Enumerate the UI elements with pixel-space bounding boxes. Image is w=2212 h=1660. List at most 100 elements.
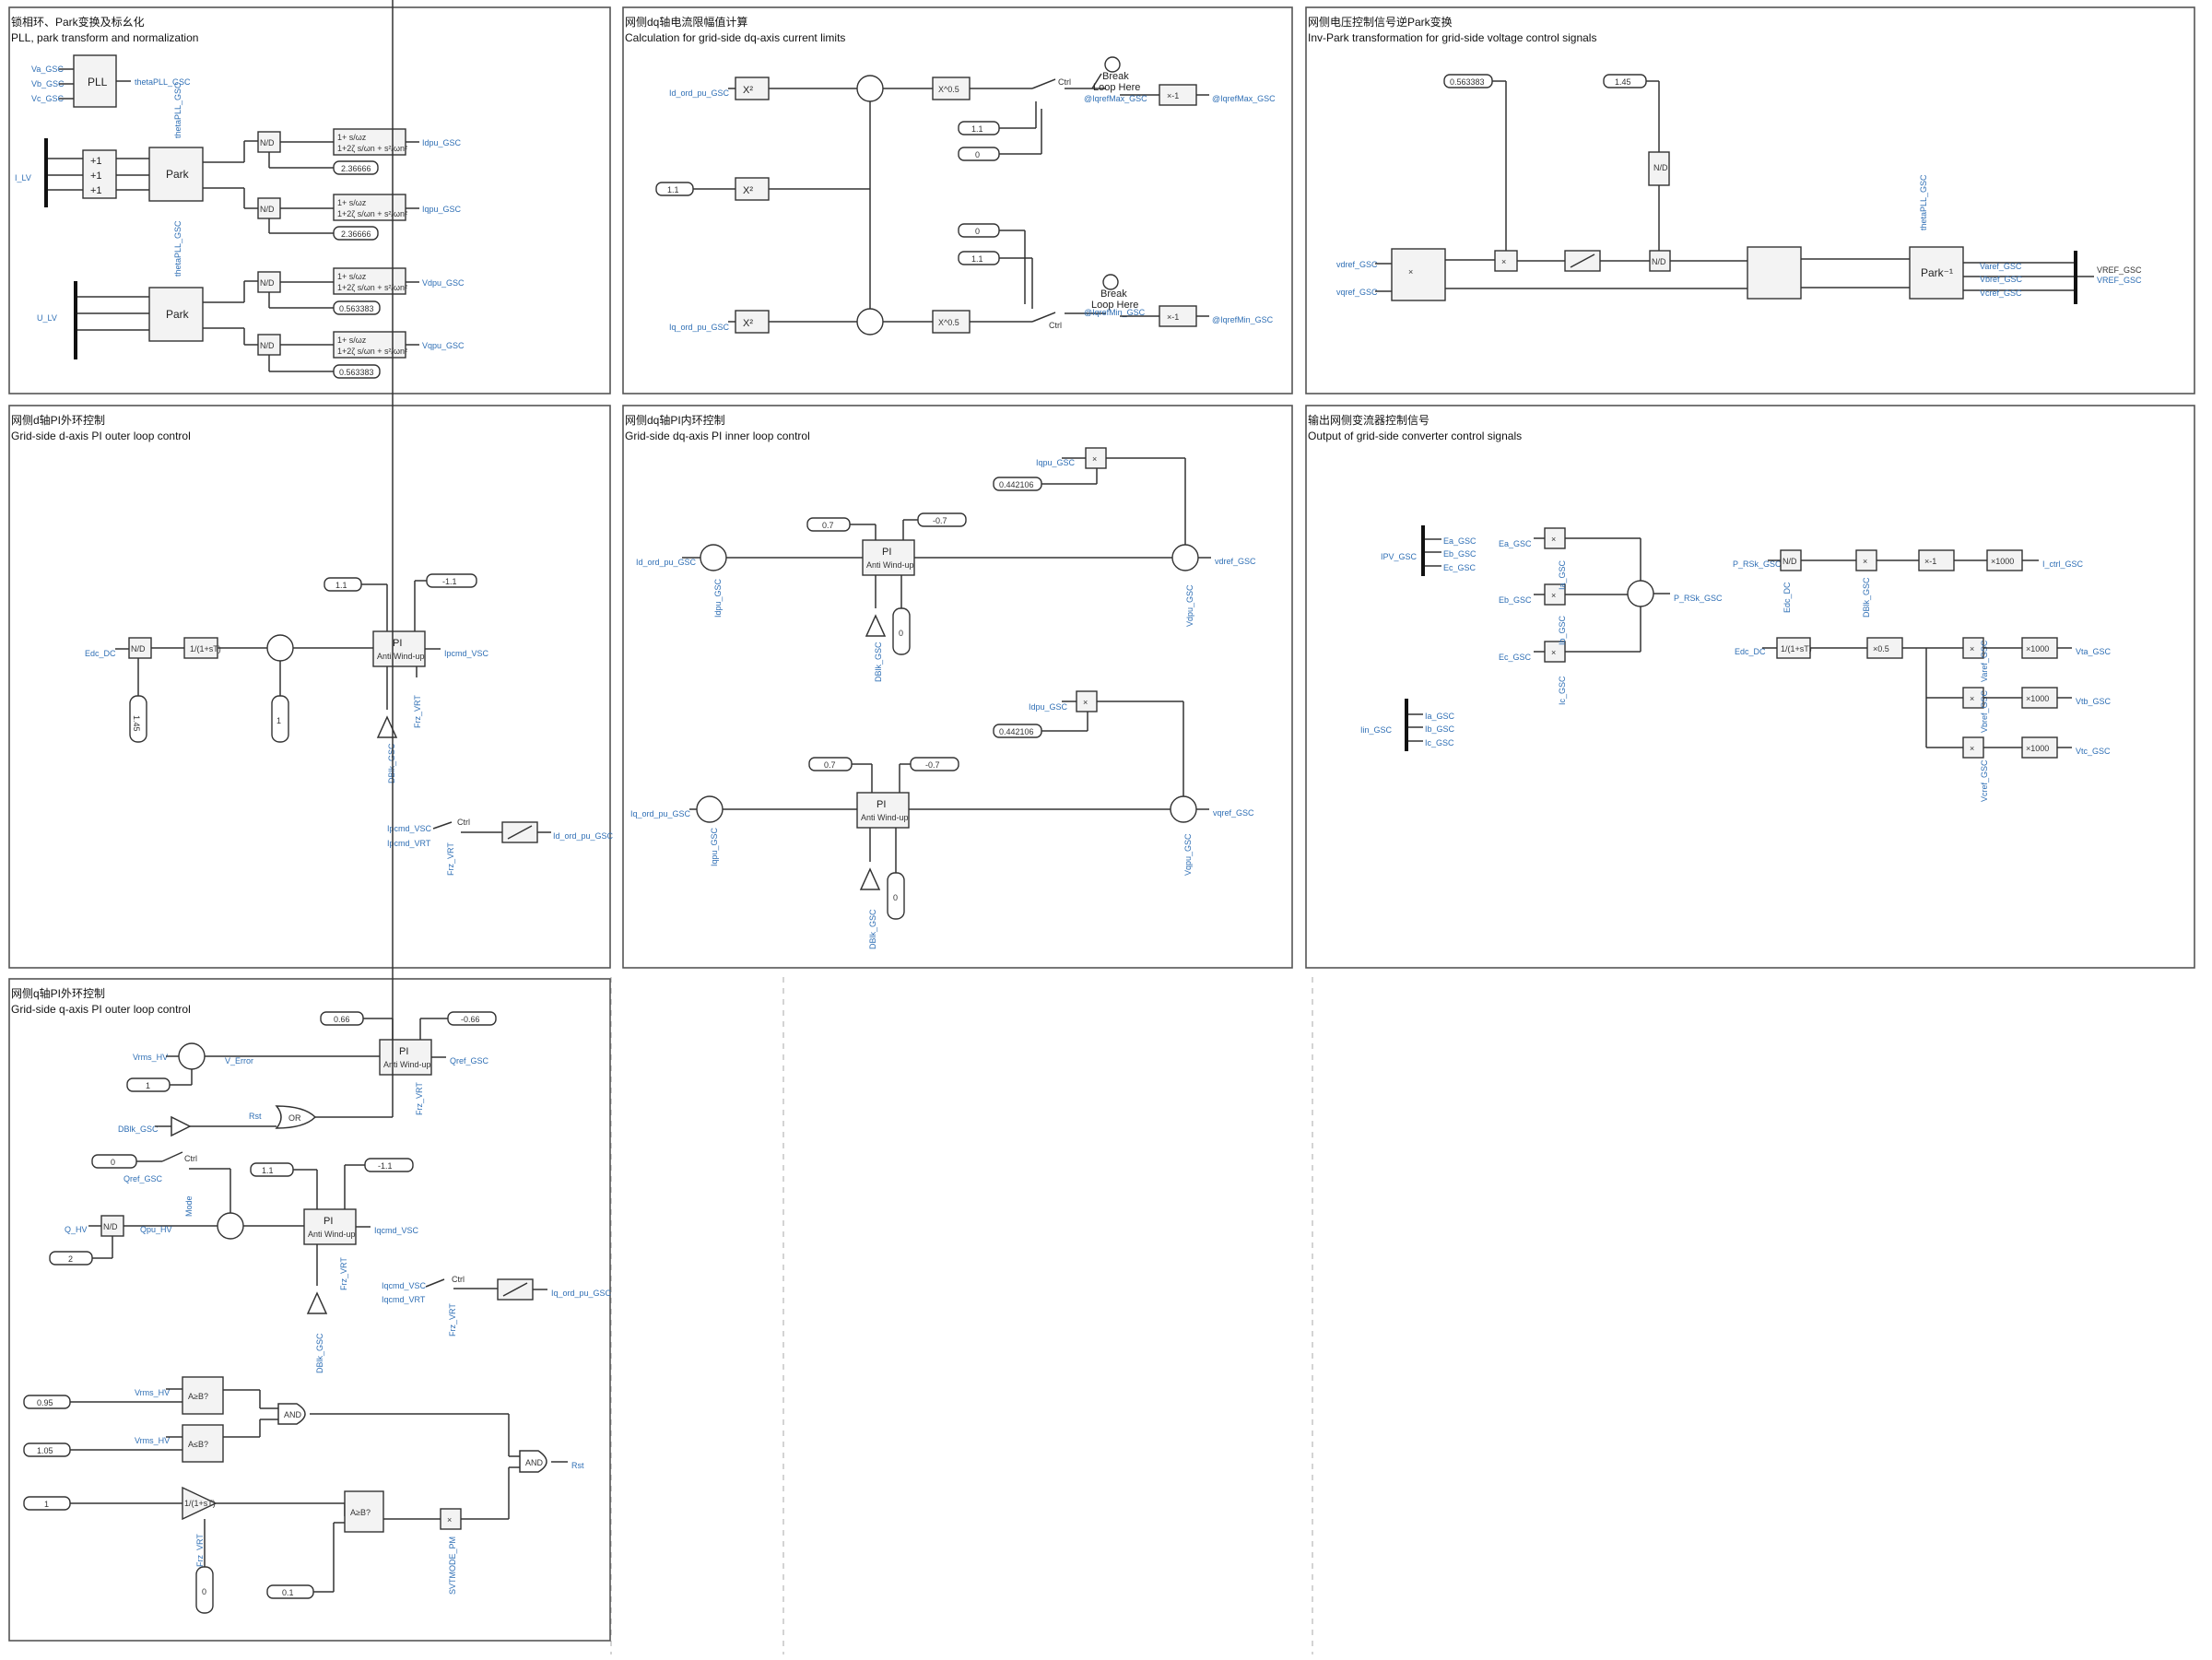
svg-text:Anti Wind-up: Anti Wind-up — [866, 560, 914, 570]
svg-text:DBlk_GSC: DBlk_GSC — [1862, 577, 1871, 618]
svg-text:DBlk_GSC: DBlk_GSC — [387, 743, 396, 783]
svg-text:@IqrefMin_GSC: @IqrefMin_GSC — [1084, 308, 1146, 317]
svg-text:P_RSk_GSC: P_RSk_GSC — [1674, 594, 1723, 603]
panel-5-title-cn: 网侧dq轴PI内环控制 — [625, 413, 725, 427]
svg-text:Ib_GSC: Ib_GSC — [1425, 724, 1455, 734]
svg-text:2.36666: 2.36666 — [341, 230, 371, 239]
panel-3-frame — [1305, 6, 2195, 394]
svg-text:Frz_VRT: Frz_VRT — [448, 1303, 457, 1336]
svg-text:Ec_GSC: Ec_GSC — [1499, 653, 1532, 662]
svg-text:1.45: 1.45 — [132, 715, 141, 732]
pi-block-q-inner — [856, 792, 910, 829]
svg-text:Vdpu_GSC: Vdpu_GSC — [1185, 584, 1194, 627]
svg-text:0: 0 — [111, 1158, 115, 1167]
svg-text:PI: PI — [324, 1216, 333, 1227]
svg-text:×: × — [1970, 644, 1974, 653]
svg-text:DBlk_GSC: DBlk_GSC — [315, 1333, 324, 1373]
svg-text:0.7: 0.7 — [824, 760, 836, 770]
svg-text:+1: +1 — [90, 156, 102, 167]
svg-text:Frz_VRT: Frz_VRT — [446, 842, 455, 876]
svg-text:A≥B?: A≥B? — [350, 1508, 371, 1517]
panel-4-title-cn: 网侧d轴PI外环控制 — [11, 413, 105, 427]
svg-text:×1000: ×1000 — [2026, 744, 2049, 753]
pi-block-q-voltage — [379, 1039, 432, 1076]
svg-text:Frz_VRT: Frz_VRT — [195, 1534, 205, 1567]
svg-text:thetaPLL_GSC: thetaPLL_GSC — [173, 82, 182, 138]
panel-6-title-en: Output of grid-side converter control si… — [1308, 430, 1522, 442]
svg-text:@IqrefMax_GSC: @IqrefMax_GSC — [1212, 94, 1276, 103]
svg-text:0.563383: 0.563383 — [339, 368, 374, 377]
svg-text:×: × — [1092, 454, 1097, 464]
svg-text:Loop Here: Loop Here — [1093, 82, 1140, 93]
svg-text:Qref_GSC: Qref_GSC — [124, 1174, 163, 1183]
panel-3-title-en: Inv-Park transformation for grid-side vo… — [1308, 31, 1596, 44]
svg-text:@IqrefMin_GSC: @IqrefMin_GSC — [1212, 315, 1274, 324]
svg-text:Frz_VRT: Frz_VRT — [415, 1082, 424, 1115]
pi-block-q-outer — [303, 1208, 357, 1245]
svg-text:×-1: ×-1 — [1167, 312, 1179, 322]
svg-text:X^0.5: X^0.5 — [938, 318, 959, 327]
svg-text:Vdpu_GSC: Vdpu_GSC — [422, 278, 465, 288]
svg-text:×-1: ×-1 — [1167, 91, 1179, 100]
svg-text:Idpu_GSC: Idpu_GSC — [422, 138, 462, 147]
panel-1-title-cn: 锁相环、Park变换及标幺化 — [11, 15, 145, 29]
svg-text:X^0.5: X^0.5 — [938, 85, 959, 94]
sum-vq — [1170, 795, 1197, 823]
panel-2-frame — [622, 6, 1293, 394]
panel-4-frame — [8, 405, 611, 969]
panel-6-frame — [1305, 405, 2195, 969]
svg-text:SVTMODE_PM: SVTMODE_PM — [448, 1536, 457, 1595]
svg-text:Rst: Rst — [249, 1112, 262, 1121]
svg-text:×1000: ×1000 — [2026, 694, 2049, 703]
panel-7-title-en: Grid-side q-axis PI outer loop control — [11, 1003, 191, 1016]
svg-text:Ctrl: Ctrl — [452, 1275, 465, 1284]
svg-text:PI: PI — [877, 799, 886, 810]
svg-text:N/D: N/D — [1652, 257, 1666, 266]
svg-text:2: 2 — [68, 1254, 73, 1264]
svg-text:Edc_DC: Edc_DC — [1783, 582, 1792, 613]
panel-2-title-cn: 网侧dq轴电流限幅值计算 — [625, 15, 747, 29]
panel-4-title-en: Grid-side d-axis PI outer loop control — [11, 430, 191, 442]
svg-text:@IqrefMax_GSC: @IqrefMax_GSC — [1084, 94, 1147, 103]
svg-text:1+ s/ωz: 1+ s/ωz — [337, 272, 367, 281]
svg-text:vdref_GSC: vdref_GSC — [1215, 557, 1256, 566]
svg-text:1.1: 1.1 — [971, 124, 983, 134]
svg-text:0.1: 0.1 — [282, 1588, 294, 1597]
panel-5-title-en: Grid-side dq-axis PI inner loop control — [625, 430, 810, 442]
svg-text:Break: Break — [1100, 288, 1127, 300]
svg-text:0.563383: 0.563383 — [339, 304, 374, 313]
svg-text:Iqpu_GSC: Iqpu_GSC — [422, 205, 462, 214]
sum-iq-error — [696, 795, 724, 823]
svg-text:0: 0 — [975, 150, 980, 159]
panel-1-diagram: PLL Va_GSC Vb_GSC Vc_GSC thetaPLL_GSC I_… — [15, 54, 465, 379]
svg-text:Qpu_HV: Qpu_HV — [140, 1225, 172, 1234]
svg-text:Iqpu_GSC: Iqpu_GSC — [710, 827, 719, 866]
svg-text:Varef_GSC: Varef_GSC — [1980, 640, 1989, 682]
svg-text:1: 1 — [146, 1081, 150, 1090]
svg-text:0: 0 — [975, 227, 980, 236]
svg-text:+1: +1 — [90, 185, 102, 196]
svg-text:A≤B?: A≤B? — [188, 1440, 208, 1449]
svg-text:×0.5: ×0.5 — [1873, 644, 1889, 653]
svg-text:Ea_GSC: Ea_GSC — [1443, 536, 1477, 546]
svg-text:Park: Park — [166, 168, 190, 181]
svg-text:Iq_ord_pu_GSC: Iq_ord_pu_GSC — [669, 323, 730, 332]
svg-text:Q_HV: Q_HV — [65, 1225, 88, 1234]
svg-text:Iqcmd_VRT: Iqcmd_VRT — [382, 1295, 426, 1304]
svg-text:×: × — [1501, 257, 1506, 266]
svg-text:Id_ord_pu_GSC: Id_ord_pu_GSC — [669, 88, 730, 98]
panel-5-diagram: Iqpu_GSC × 0.442106 Id_ord_pu_GSC Idpu_G… — [630, 447, 1256, 949]
svg-text:P_RSk_GSC: P_RSk_GSC — [1733, 559, 1782, 569]
svg-text:0.7: 0.7 — [822, 521, 834, 530]
svg-text:PI: PI — [393, 638, 402, 649]
svg-text:1.45: 1.45 — [1615, 77, 1631, 87]
or-gate — [275, 1105, 317, 1129]
svg-text:N/D: N/D — [260, 341, 275, 350]
svg-text:×1000: ×1000 — [2026, 644, 2049, 653]
svg-text:1+2ζ s/ωn + s²/ωn²: 1+2ζ s/ωn + s²/ωn² — [337, 347, 407, 356]
svg-text:×: × — [1551, 648, 1556, 657]
svg-text:Vta_GSC: Vta_GSC — [2076, 647, 2112, 656]
svg-text:Anti Wind-up: Anti Wind-up — [383, 1060, 431, 1069]
compare-ab-ge — [182, 1376, 224, 1415]
svg-text:1+2ζ s/ωn + s²/ωn²: 1+2ζ s/ωn + s²/ωn² — [337, 144, 407, 153]
